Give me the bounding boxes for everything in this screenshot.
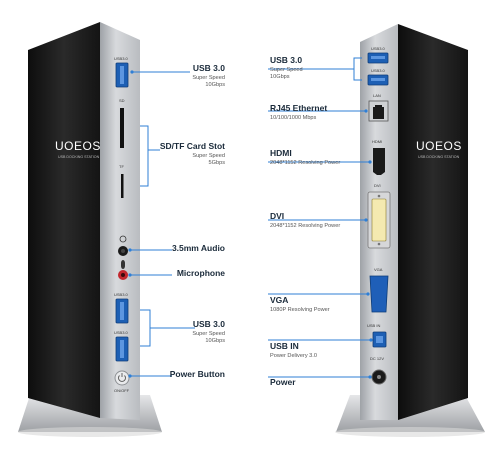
left-dock: UOEOS USB DOCKING STATION USB3.0 SD TF U… [18,22,162,437]
left-body-side [28,22,100,418]
callout-power-button: Power Button [169,369,225,380]
callout-title: USB 3.0 [270,55,303,65]
left-usb-top-label: USB3.0 [114,56,129,61]
left-onoff-label: ON/OFF [114,388,130,393]
right-dvi-label: DVI [374,183,381,188]
callout-audio: 3.5mm Audio [171,243,225,254]
right-body-side [398,24,468,420]
mic-jack-inner [121,273,125,277]
callout-sub: 10Gbps [270,74,290,81]
callout-ethernet: RJ45 Ethernet 10/100/1000 Mbps [270,103,328,121]
callout-sd-tf: SD/TF Card Stot Super Speed 5Gbps [159,141,225,167]
headphone-icon [119,235,127,243]
left-sd-label: SD [119,98,125,103]
left-brand-subtitle: USB DOCKING STATION [58,155,100,159]
right-dc-label: DC 12V [370,356,384,361]
left-usb-port-top-tongue [120,66,124,84]
callout-sub: 2048*1152 Resolving Power [270,222,341,229]
right-usb-b-label: USB3.0 [371,68,386,73]
callout-sub: Super Speed [192,152,225,159]
dvi-port-pins [371,198,387,242]
callout-title: USB 3.0 [192,319,225,329]
callout-sub: 10Gbps [205,82,225,89]
callout-sub: Super Speed [270,66,303,73]
right-vga-label: VGA [374,267,383,272]
right-lan-label: LAN [373,93,381,98]
callout-sub: 1080P Resolving Power [270,306,330,313]
left-usb-port-d-tongue [120,340,124,358]
callout-sub: 5Gbps [208,160,225,167]
left-callout-lines [128,70,195,378]
callout-title: SD/TF Card Stot [159,141,225,151]
right-callout-lines [268,57,373,379]
callout-sub: 2048*1152 Resolving Power [270,159,341,166]
callout-title: RJ45 Ethernet [270,103,328,113]
left-tf-label: TF [119,164,124,169]
callout-usb-in: USB IN Power Delivery 3.0 [270,341,317,359]
left-usb-c-label: USB3.0 [114,292,129,297]
callout-usb30-front: USB 3.0 Super Speed 10Gbps [192,63,225,89]
right-shadow [335,427,485,437]
callout-title: Power [270,377,296,387]
callout-title: HDMI [270,148,292,158]
right-brand-text: UOEOS [416,139,462,153]
callout-title: VGA [270,295,289,305]
callout-title: DVI [270,211,285,221]
right-usb-a-label: USB3.0 [371,46,386,51]
left-usb-d-label: USB3.0 [114,330,129,335]
power-button [114,370,130,386]
callout-power: Power [270,377,296,388]
callout-title: USB IN [270,341,299,351]
left-usb-port-c-tongue [120,302,124,320]
left-brand-text: UOEOS [55,139,101,153]
ethernet-port-opening [373,107,384,119]
left-sd-slot [120,108,124,148]
callout-sub: Power Delivery 3.0 [270,352,317,359]
vga-port [369,275,389,313]
callout-sub: 10/100/1000 Mbps [270,114,317,121]
callout-usb30-back: USB 3.0 Super Speed 10Gbps [270,55,303,81]
callout-hdmi: HDMI 2048*1152 Resolving Power [270,148,341,166]
left-tf-slot [121,174,124,198]
callout-sub: Super Speed [192,74,225,81]
right-usbin-label: USB IN [367,323,380,328]
callout-title: Microphone [176,268,225,278]
microphone-icon [121,260,125,269]
left-shadow [18,427,162,437]
right-brand-subtitle: USB DOCKING STATION [418,155,460,159]
callout-vga: VGA 1080P Resolving Power [270,295,330,313]
callout-sub: Super Speed [192,330,225,337]
hdmi-port [373,148,385,175]
callout-title: Power Button [169,369,225,379]
right-hdmi-label: HDMI [372,139,382,144]
callout-dvi: DVI 2048*1152 Resolving Power [270,211,341,229]
callout-title: 3.5mm Audio [171,243,225,253]
callout-title: USB 3.0 [192,63,225,73]
callout-microphone: Microphone [176,268,225,279]
left-port-panel [100,22,140,420]
power-icon [118,375,126,382]
audio-jack-inner [121,249,125,253]
right-dock: UOEOS USB DOCKING STATION USB3.0 USB3.0 … [335,24,485,437]
callout-usb30-front-lower: USB 3.0 Super Speed 10Gbps [192,319,225,345]
callout-sub: 10Gbps [205,338,225,345]
